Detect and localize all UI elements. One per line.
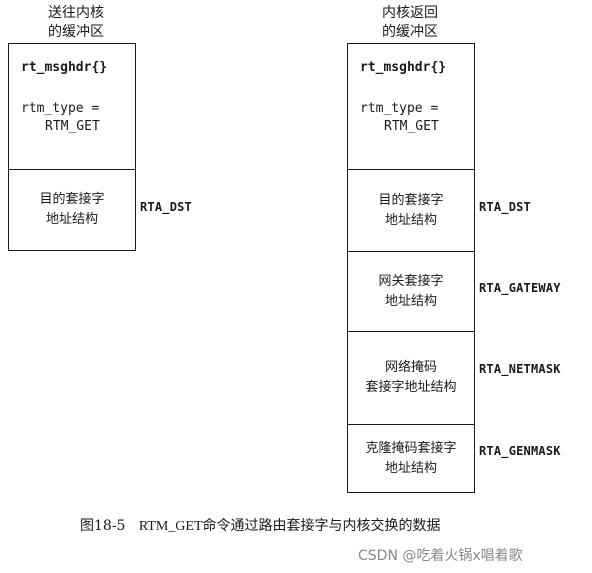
left-heading-line-2: 的缓冲区	[48, 24, 104, 40]
right-struct-name: rt_msghdr{}	[360, 60, 447, 75]
left-rtm-type-line-2: RTM_GET	[45, 119, 100, 134]
right-buffer: rt_msghdr{} rtm_type = RTM_GET 目的套接字 地址结…	[347, 43, 475, 493]
left-tag-rta-dst: RTA_DST	[140, 200, 192, 214]
right-segment-rta-genmask: 克隆掩码套接字 地址结构	[348, 424, 474, 492]
right-segment-rta-gateway: 网关套接字 地址结构	[348, 251, 474, 331]
right-msghdr-block: rt_msghdr{} rtm_type = RTM_GET	[348, 44, 474, 170]
right-segment-rta-netmask: 网络掩码 套接字地址结构	[348, 331, 474, 424]
right-tag-rta-netmask: RTA_NETMASK	[479, 362, 561, 376]
right-rtm-type-line-2: RTM_GET	[384, 119, 439, 134]
left-segment-rta-dst-line-2: 地址结构	[45, 212, 98, 227]
right-segment-rta-genmask-line-1: 克隆掩码套接字	[365, 440, 457, 456]
right-segment-rta-dst: 目的套接字 地址结构	[348, 169, 474, 251]
right-heading-line-1: 内核返回	[382, 5, 438, 21]
left-heading-line-1: 送往内核	[48, 5, 104, 21]
left-struct-name: rt_msghdr{}	[21, 60, 108, 75]
csdn-watermark: CSDN @吃着火锅x唱着歌	[358, 548, 523, 564]
right-segment-rta-gateway-line-1: 网关套接字	[378, 273, 444, 289]
right-segment-rta-netmask-line-2: 套接字地址结构	[365, 380, 457, 395]
left-segment-rta-dst-line-1: 目的套接字	[39, 192, 105, 207]
right-tag-rta-genmask: RTA_GENMASK	[479, 444, 561, 458]
right-heading-line-2: 的缓冲区	[382, 24, 438, 40]
right-tag-rta-dst: RTA_DST	[479, 200, 531, 214]
right-tag-rta-gateway: RTA_GATEWAY	[479, 281, 561, 295]
left-segment-rta-dst: 目的套接字 地址结构	[9, 169, 135, 250]
right-rtm-type: rtm_type = RTM_GET	[360, 100, 439, 136]
left-rtm-type-line-1: rtm_type =	[21, 101, 100, 116]
right-segment-rta-dst-line-1: 目的套接字	[378, 192, 444, 208]
left-buffer: rt_msghdr{} rtm_type = RTM_GET 目的套接字 地址结…	[8, 43, 136, 251]
right-segment-rta-gateway-line-2: 地址结构	[384, 293, 437, 309]
right-rtm-type-line-1: rtm_type =	[360, 101, 439, 116]
right-segment-rta-dst-line-2: 地址结构	[384, 212, 437, 228]
right-buffer-heading: 内核返回 的缓冲区	[370, 4, 450, 42]
caption-code: RTM_GET	[138, 519, 203, 534]
caption-text: 命令通过路由套接字与内核交换的数据	[202, 518, 441, 534]
figure-number: 图18-5	[80, 518, 126, 534]
left-buffer-heading: 送往内核 的缓冲区	[36, 4, 116, 42]
left-msghdr-block: rt_msghdr{} rtm_type = RTM_GET	[9, 44, 135, 170]
right-segment-rta-netmask-line-1: 网络掩码	[384, 360, 437, 375]
figure-caption: 图18-5 RTM_GET命令通过路由套接字与内核交换的数据	[80, 515, 441, 535]
right-segment-rta-genmask-line-2: 地址结构	[384, 460, 437, 476]
left-rtm-type: rtm_type = RTM_GET	[21, 100, 100, 136]
